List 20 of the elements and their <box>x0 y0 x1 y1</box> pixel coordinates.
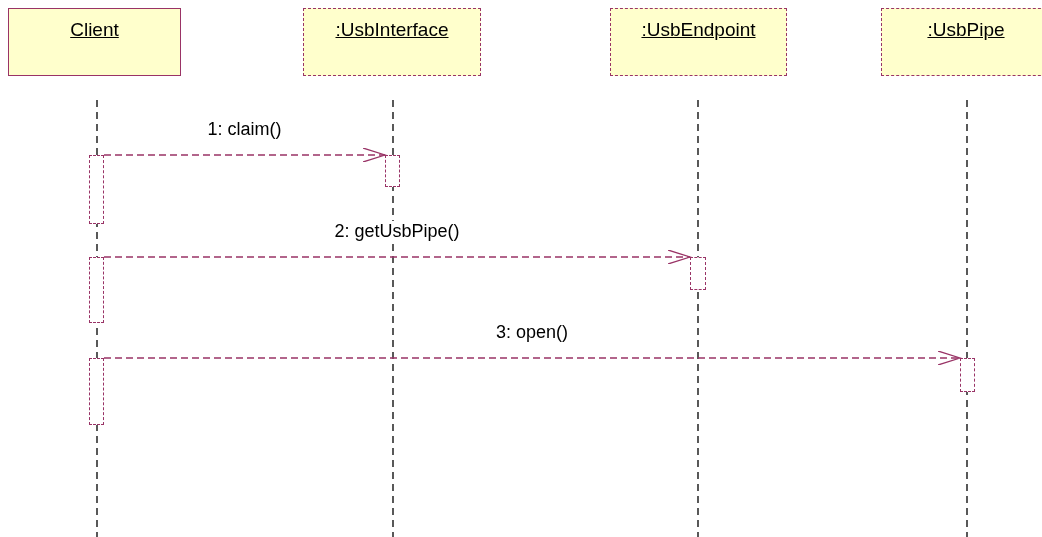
message-arrow <box>103 350 961 366</box>
object-name: :UsbPipe <box>927 19 1005 41</box>
activation-bar <box>89 155 104 224</box>
message-label: 2: getUsbPipe() <box>334 221 460 241</box>
object-box <box>881 8 1042 76</box>
activation-bar <box>690 257 706 290</box>
activation-bar <box>960 358 975 392</box>
message-label: 1: claim() <box>207 119 282 139</box>
message-arrow <box>103 147 386 163</box>
object-name: :UsbInterface <box>335 19 449 41</box>
object-name: :UsbEndpoint <box>641 19 756 41</box>
message-arrow <box>103 249 691 265</box>
object-name: Client <box>70 19 119 41</box>
activation-bar <box>385 155 400 187</box>
object-box <box>303 8 481 76</box>
object-box <box>8 8 181 76</box>
activation-bar <box>89 358 104 425</box>
activation-bar <box>89 257 104 323</box>
message-label: 3: open() <box>496 322 568 342</box>
object-box <box>610 8 787 76</box>
